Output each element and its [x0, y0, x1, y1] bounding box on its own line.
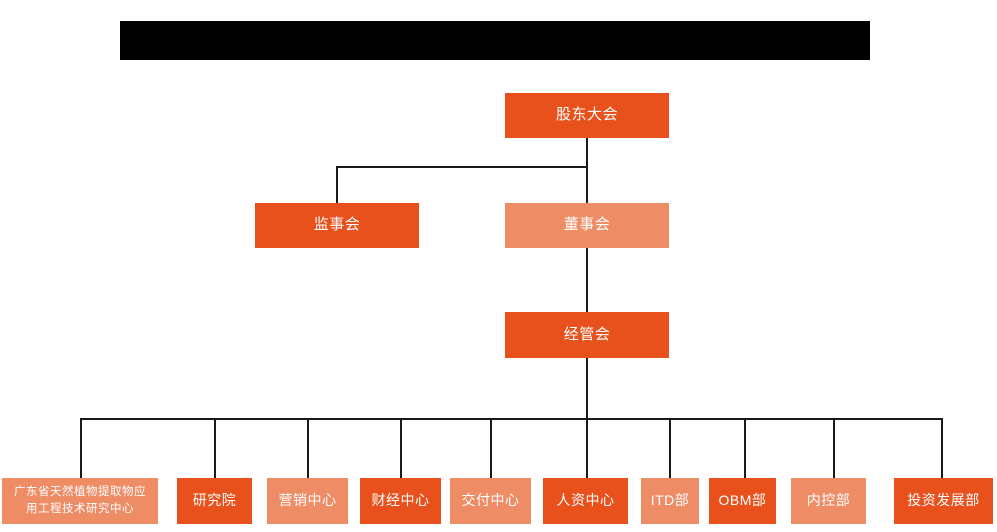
- org-node-itd[interactable]: ITD部: [641, 478, 699, 524]
- org-node-obm[interactable]: OBM部: [709, 478, 776, 524]
- org-node-directors[interactable]: 董事会: [505, 203, 669, 248]
- org-node-internal-control[interactable]: 内控部: [791, 478, 866, 524]
- connector-management-down: [586, 358, 588, 419]
- org-node-research-center[interactable]: 广东省天然植物提取物应 用工程技术研究中心: [2, 478, 158, 524]
- connector-department-bus: [80, 418, 942, 420]
- org-node-institute[interactable]: 研究院: [177, 478, 252, 524]
- org-node-delivery[interactable]: 交付中心: [450, 478, 531, 524]
- org-node-marketing[interactable]: 营销中心: [267, 478, 348, 524]
- connector-drop-delivery: [490, 418, 492, 478]
- org-node-supervisors[interactable]: 监事会: [255, 203, 419, 248]
- org-node-management[interactable]: 经管会: [505, 312, 669, 358]
- connector-drop-internal-control: [833, 418, 835, 478]
- connector-shareholders-to-supervisors-horizontal: [336, 166, 587, 168]
- org-node-finance[interactable]: 财经中心: [360, 478, 441, 524]
- connector-drop-marketing: [307, 418, 309, 478]
- connector-shareholders-down: [586, 138, 588, 218]
- connector-drop-institute: [214, 418, 216, 478]
- org-node-investment[interactable]: 投资发展部: [894, 478, 993, 524]
- connector-drop-hr: [586, 418, 588, 478]
- connector-drop-research-center: [80, 418, 82, 478]
- connector-supervisors-drop: [336, 166, 338, 203]
- org-node-hr[interactable]: 人资中心: [543, 478, 628, 524]
- org-node-shareholders[interactable]: 股东大会: [505, 93, 669, 138]
- connector-drop-investment: [941, 418, 943, 478]
- redacted-title-bar: [120, 21, 870, 60]
- connector-drop-itd: [669, 418, 671, 478]
- connector-directors-to-management: [586, 240, 588, 312]
- connector-drop-obm: [744, 418, 746, 478]
- connector-drop-finance: [400, 418, 402, 478]
